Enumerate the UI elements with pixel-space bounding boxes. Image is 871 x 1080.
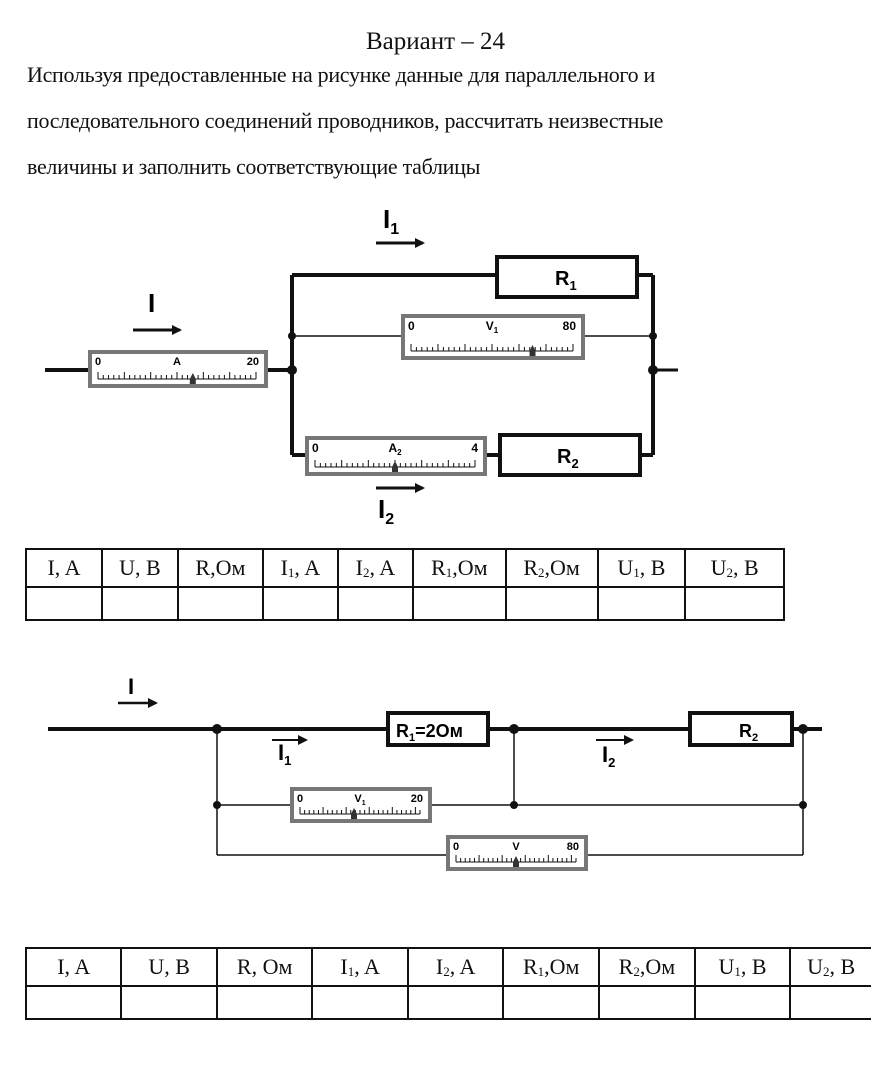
circuit-2-wires (48, 727, 822, 856)
meter-pointer (392, 461, 398, 472)
meter-pointer (189, 373, 196, 384)
table-header-cell: I2, A (406, 947, 505, 987)
meter-max-label: 80 (567, 841, 579, 853)
resistor-r1-label: R1=2Ом (396, 721, 463, 744)
table-header-cell: R2,Ом (598, 947, 696, 987)
answer-cell[interactable] (177, 586, 264, 621)
table-answer-row (25, 586, 785, 621)
junction-dot (288, 332, 296, 340)
answer-cell[interactable] (789, 985, 871, 1020)
junction-dot (798, 724, 808, 734)
answer-cell[interactable] (100, 586, 180, 621)
resistor-r1 (495, 255, 639, 299)
meter-symbol-label: A (173, 356, 181, 368)
table-header-cell: U1, B (596, 548, 687, 588)
answer-cell[interactable] (693, 985, 792, 1020)
task-text-line-1: Используя предоставленные на рисунке дан… (27, 62, 655, 87)
answer-cell[interactable] (406, 985, 505, 1020)
current-label-i1: I1 (383, 204, 399, 238)
current-label-i: I (128, 674, 134, 699)
answer-cell[interactable] (598, 985, 696, 1020)
meter-min-label: 0 (95, 356, 101, 368)
task-text-line-2: последовательного соединений проводников… (27, 108, 664, 133)
meter-pointer (529, 345, 536, 356)
table-header-cell: U, B (120, 947, 218, 987)
current-label-i2: I2 (602, 742, 615, 770)
meter-min-label: 0 (297, 793, 303, 805)
meter-pointer (513, 856, 519, 867)
table-header-cell: I, A (24, 947, 123, 987)
junction-dot (648, 365, 658, 375)
meter-max-label: 80 (563, 319, 577, 333)
meter-min-label: 0 (453, 841, 459, 853)
answer-cell[interactable] (120, 985, 218, 1020)
answer-cell[interactable] (215, 985, 314, 1020)
resistor-r2 (688, 711, 794, 747)
ammeter: 0 20 A (88, 350, 268, 388)
junction-dot (287, 365, 297, 375)
table-header-cell: U1, B (693, 947, 792, 987)
answer-cell[interactable] (336, 586, 414, 621)
meter-min-label: 0 (408, 319, 415, 333)
answer-cell[interactable] (504, 586, 599, 621)
meter-max-label: 4 (471, 441, 478, 455)
table-header-row: I, A U, B R, Ом I1, A I2, A R1,Ом R2,Ом … (24, 947, 871, 987)
table-header-cell: I2, A (336, 548, 414, 588)
table-header-cell: R, Ом (215, 947, 314, 987)
meter-symbol-label: V1 (354, 793, 365, 807)
table-header-cell: I, A (25, 548, 103, 588)
meter-max-label: 20 (411, 793, 423, 805)
table-header-cell: I1, A (311, 947, 409, 987)
meter-symbol-label: V (512, 841, 520, 853)
current-label-i: I (148, 288, 155, 318)
current-label-i1: I1 (278, 740, 291, 768)
answer-cell[interactable] (596, 586, 687, 621)
table-header-cell: R1,Ом (411, 548, 507, 588)
table-header-row: I, A U, B R,Ом I1, A I2, A R1,Ом R2,Ом U… (25, 548, 785, 588)
answer-cell[interactable] (684, 586, 785, 621)
voltmeter-v: 0 80 V (446, 835, 588, 871)
junction-dot (213, 801, 221, 809)
table-header-cell: U, B (100, 548, 180, 588)
meter-min-label: 0 (312, 441, 319, 455)
junction-dot (649, 332, 657, 340)
junction-dot (510, 801, 518, 809)
results-table-2: I, A U, B R, Ом I1, A I2, A R1,Ом R2,Ом … (24, 947, 871, 1020)
resistor-r1 (386, 711, 490, 747)
answer-cell[interactable] (24, 985, 123, 1020)
table-header-cell: R,Ом (177, 548, 264, 588)
table-header-cell: U2, B (789, 947, 871, 987)
table-answer-row (24, 985, 871, 1020)
meter-max-label: 20 (247, 356, 259, 368)
meter-pointer (351, 808, 357, 819)
answer-cell[interactable] (502, 985, 601, 1020)
answer-cell[interactable] (25, 586, 103, 621)
junction-dot (799, 801, 807, 809)
answer-cell[interactable] (411, 586, 507, 621)
results-table-1: I, A U, B R,Ом I1, A I2, A R1,Ом R2,Ом U… (25, 548, 785, 621)
table-header-cell: R2,Ом (504, 548, 599, 588)
table-header-cell: I1, A (261, 548, 339, 588)
junction-dot (212, 724, 222, 734)
resistor-r2 (498, 433, 642, 477)
current-label-i2: I2 (378, 494, 394, 528)
answer-cell[interactable] (311, 985, 409, 1020)
answer-cell[interactable] (261, 586, 339, 621)
voltmeter-v1: 0 20 V1 (290, 787, 432, 823)
variant-title: Вариант – 24 (365, 28, 506, 55)
table-header-cell: R1,Ом (502, 947, 601, 987)
task-text-line-3: величины и заполнить соответствующие таб… (27, 154, 481, 179)
junction-dot (509, 724, 519, 734)
table-header-cell: U2, B (684, 548, 785, 588)
